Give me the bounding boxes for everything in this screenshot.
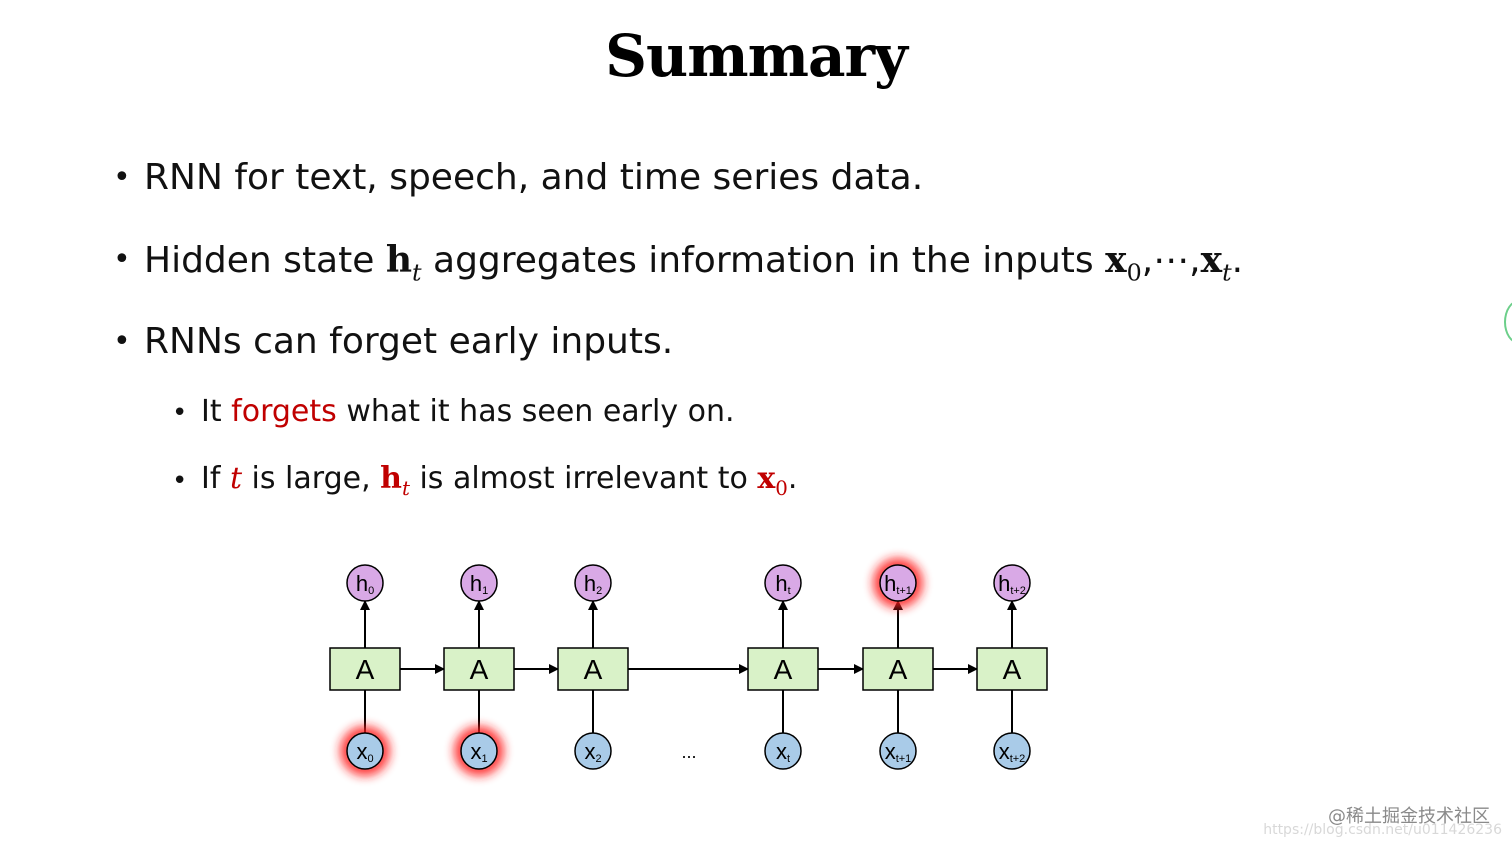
input-label: x1: [470, 739, 487, 765]
sub-bullet-irrelevant: If t is large, ht is almost irrelevant t…: [201, 461, 798, 500]
hidden-state-node: [346, 564, 384, 602]
hidden-state-node: [993, 564, 1031, 602]
hidden-state-label: h1: [470, 571, 488, 597]
rnn-cell: [976, 647, 1048, 691]
hidden-state-node: [879, 564, 917, 602]
hidden-state-label: h0: [356, 571, 374, 597]
rnn-cell: [747, 647, 819, 691]
rnn-cell-label: A: [584, 654, 603, 685]
watermark: @稀土掘金技术社区: [1328, 806, 1490, 827]
rnn-cell: [862, 647, 934, 691]
rnn-cell-label: A: [1003, 654, 1022, 685]
hidden-state-label: ht+2: [998, 571, 1026, 597]
rnn-cell: [557, 647, 629, 691]
input-label: xt+1: [885, 739, 912, 765]
input-label: xt+2: [999, 739, 1026, 765]
rnn-cell-label: A: [356, 654, 375, 685]
sub-bullet-dot: •: [172, 466, 188, 496]
hidden-state-node: [460, 564, 498, 602]
input-node: [574, 732, 612, 770]
bullet-dot: •: [113, 324, 131, 359]
bullet-dot: •: [113, 160, 131, 195]
bullet-forget: RNNs can forget early inputs.: [144, 321, 674, 362]
rnn-cell-label: A: [470, 654, 489, 685]
sub-bullet-forgets: It forgets what it has seen early on.: [201, 394, 735, 429]
input-node: [460, 732, 498, 770]
hidden-state-node: [574, 564, 612, 602]
bullet-hidden-state: Hidden state ht aggregates information i…: [144, 239, 1244, 287]
input-label: x2: [584, 739, 601, 765]
hidden-state-label: ht+1: [884, 571, 912, 597]
input-node: [993, 732, 1031, 770]
input-node: [346, 732, 384, 770]
input-label: x0: [356, 739, 373, 765]
rnn-cell-label: A: [889, 654, 908, 685]
sub-bullet-dot: •: [172, 398, 188, 428]
rnn-cell-label: A: [774, 654, 793, 685]
bullet-rnn-uses: RNN for text, speech, and time series da…: [144, 157, 924, 198]
hidden-state-node: [764, 564, 802, 602]
slide-title: Summary: [605, 22, 908, 90]
rnn-cell: [443, 647, 515, 691]
ellipsis: ...: [681, 742, 696, 762]
hidden-state-label: ht: [775, 571, 790, 597]
bullet-dot: •: [113, 242, 131, 277]
input-label: xt: [776, 739, 790, 765]
watermark-url: https://blog.csdn.net/u011426236: [1263, 822, 1502, 838]
hidden-state-label: h2: [584, 571, 602, 597]
rnn-cell: [329, 647, 401, 691]
input-node: [764, 732, 802, 770]
input-node: [879, 732, 917, 770]
